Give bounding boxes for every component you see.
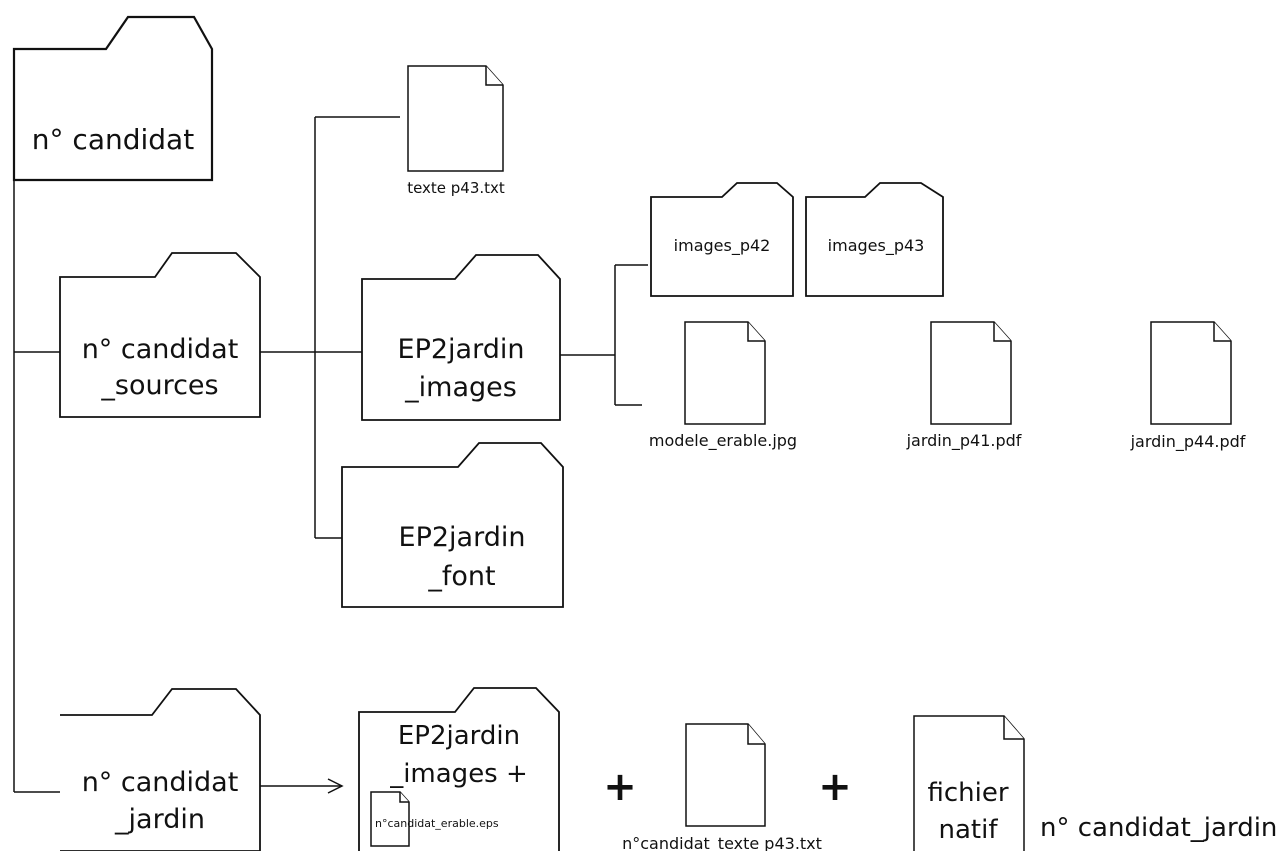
- folder-label: EP2jardin: [398, 334, 525, 365]
- file-icon: [1150, 321, 1232, 425]
- folder-icon: [60, 688, 261, 851]
- tree-connectors: [13, 116, 648, 794]
- folder-ep2jardin-images[interactable]: EP2jardin _images: [361, 254, 561, 421]
- folder-label: EP2jardin: [399, 522, 526, 553]
- plus-operator: +: [818, 764, 852, 810]
- folder-label: _jardin: [114, 804, 205, 835]
- folder-label: _images: [404, 372, 517, 403]
- file-fold: [1213, 322, 1231, 342]
- file-jardin-p41[interactable]: jardin_p41.pdf: [906, 321, 1022, 451]
- folder-label: n° candidat: [82, 334, 239, 365]
- folder-label: n° candidat: [32, 123, 194, 156]
- arrow-head: [327, 778, 344, 794]
- file-label: fichier: [927, 778, 1008, 808]
- folder-label: _sources: [100, 370, 218, 401]
- file-fold: [485, 66, 503, 86]
- file-label: modele_erable.jpg: [649, 431, 797, 451]
- file-icon: [685, 723, 766, 827]
- file-label: natif: [939, 815, 999, 845]
- file-label: jardin_p41.pdf: [906, 431, 1022, 451]
- file-fold: [993, 322, 1011, 342]
- folder-label: images_p42: [674, 236, 771, 256]
- file-candidat-erable[interactable]: n°candidat_erable.eps: [370, 791, 499, 847]
- folder-images-p42[interactable]: images_p42: [650, 182, 794, 297]
- file-icon: [684, 321, 766, 425]
- file-label: jardin_p44.pdf: [1130, 432, 1246, 452]
- file-fold: [399, 792, 409, 803]
- plus-operator: +: [603, 764, 637, 810]
- file-icon: [407, 65, 504, 172]
- folder-icon: [805, 182, 944, 297]
- folder-label: EP2jardin: [398, 721, 520, 751]
- folder-icon: [650, 182, 794, 297]
- file-icon: [370, 791, 410, 847]
- file-label: n°candidat_texte p43.txt: [622, 834, 822, 851]
- file-modele-erable[interactable]: modele_erable.jpg: [649, 321, 797, 451]
- folder-icon: [12, 15, 214, 182]
- folder-ep2jardin-images-plus[interactable]: EP2jardin _images + n°candidat_erable.ep…: [358, 687, 560, 851]
- folder-label: _images +: [389, 759, 528, 789]
- file-fold: [747, 322, 765, 342]
- folder-icon: [361, 254, 561, 421]
- file-fold: [747, 724, 765, 745]
- file-label: n°candidat_erable.eps: [375, 817, 499, 830]
- file-jardin-p44[interactable]: jardin_p44.pdf: [1130, 321, 1246, 452]
- folder-label: _font: [427, 561, 495, 592]
- folder-label: n° candidat: [82, 767, 239, 798]
- folder-icon: [341, 442, 564, 608]
- file-label: texte p43.txt: [407, 179, 505, 197]
- file-candidat-texte[interactable]: n°candidat_texte p43.txt: [622, 723, 822, 851]
- folder-images-p43[interactable]: images_p43: [805, 182, 944, 297]
- folder-jardin[interactable]: n° candidat _jardin: [60, 688, 261, 851]
- folder-root[interactable]: n° candidat: [12, 15, 214, 182]
- folder-icon: [59, 252, 261, 418]
- file-texte-p43[interactable]: texte p43.txt: [407, 65, 505, 197]
- folder-sources[interactable]: n° candidat _sources: [59, 252, 261, 418]
- folder-ep2jardin-font[interactable]: EP2jardin _font: [341, 442, 564, 608]
- file-fichier-natif[interactable]: fichier natif: [913, 715, 1025, 851]
- file-fold: [1003, 716, 1024, 740]
- folder-label: images_p43: [828, 236, 925, 256]
- output-label: n° candidat_jardin: [1040, 813, 1277, 843]
- file-icon: [930, 321, 1012, 425]
